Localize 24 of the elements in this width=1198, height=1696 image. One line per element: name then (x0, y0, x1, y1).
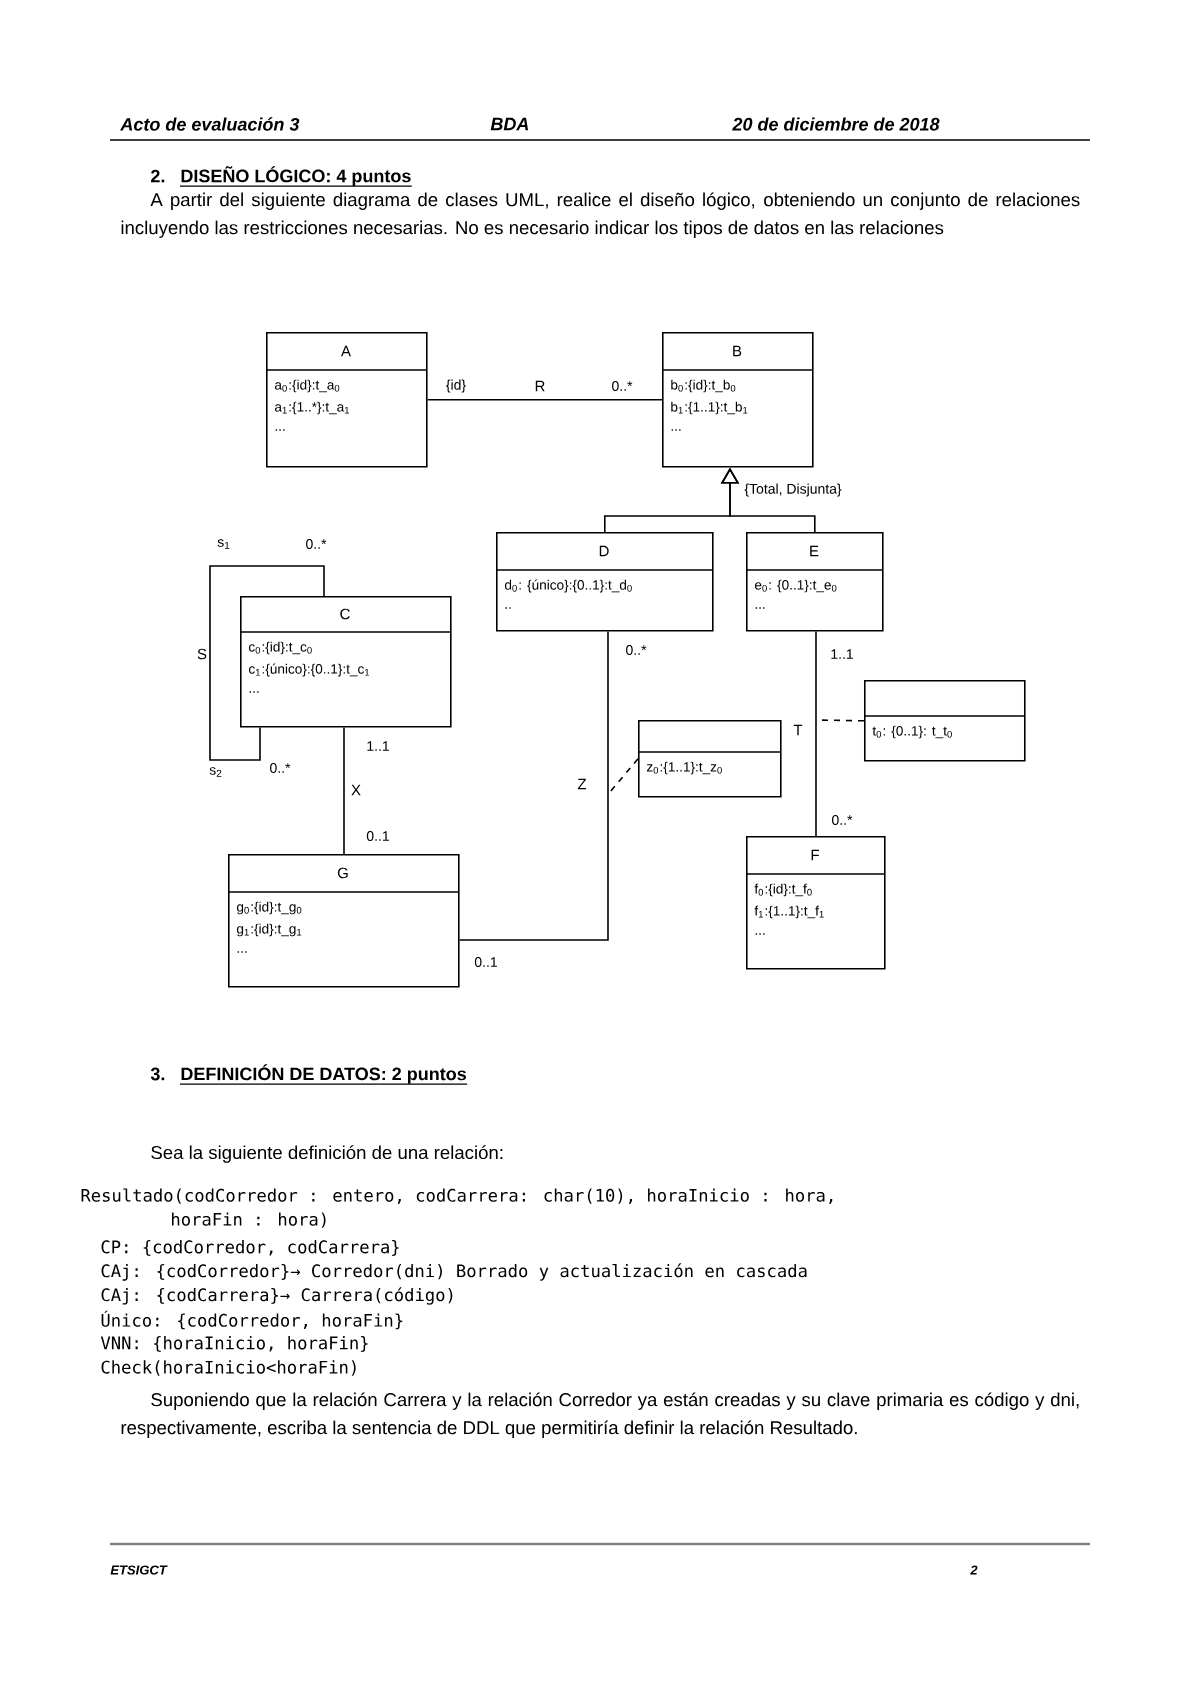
connector (815, 630, 817, 837)
connector (816, 719, 865, 722)
connector (458, 630, 609, 941)
code-line: Único: {codCorredor, horaFin} (101, 1310, 403, 1330)
header-text: 20 de diciembre de 2018 (732, 117, 940, 131)
connector (609, 758, 639, 793)
list-number: 3. (150, 1067, 165, 1081)
code-line: Resultado(codCorredor : entero, codCarrera: char(10), horaInicio : hora, horaFin : hora) (81, 1188, 833, 1228)
section-heading: DEFINICIÓN DE DATOS: 2 puntos (179, 1064, 468, 1085)
list-number: 2. (151, 169, 165, 183)
code-line: CP: {codCorredor, codCarrera} (101, 1240, 399, 1256)
header-text: BDA (490, 117, 529, 131)
code-line: Check(horaInicio<horaFin) (101, 1360, 356, 1376)
section-heading: DISEÑO LÓGICO: 4 puntos (179, 166, 413, 187)
paragraph: Suponiendo que la relación Carrera y la relación Corredor ya están creadas y su clave primaria es código y dni, respectivamente, escriba la sentencia de DDL que permitiría definir la relación Resultado. (121, 1392, 1079, 1438)
connector (426, 399, 663, 401)
header-text: Acto de evaluación 3 (120, 117, 300, 131)
paragraph: Sea la siguiente definición de una relación: (151, 1145, 503, 1163)
paragraph: A partir del siguiente diagrama de clases UML, realice el diseño lógico, obteniendo un conjunto de relaciones incluyendo las restricciones necesarias. No es necesario indicar los tipos de datos en las relaciones (121, 192, 1080, 238)
code-line: VNN: {horaInicio, horaFin} (100, 1336, 368, 1352)
connector (209, 565, 325, 761)
code-line: CAj: {codCorredor}→ Corredor(dni) Borrado y actualización en cascada (101, 1263, 807, 1281)
connector (343, 726, 345, 855)
code-line: CAj: {codCarrera}→ Carrera(código) (101, 1287, 453, 1305)
